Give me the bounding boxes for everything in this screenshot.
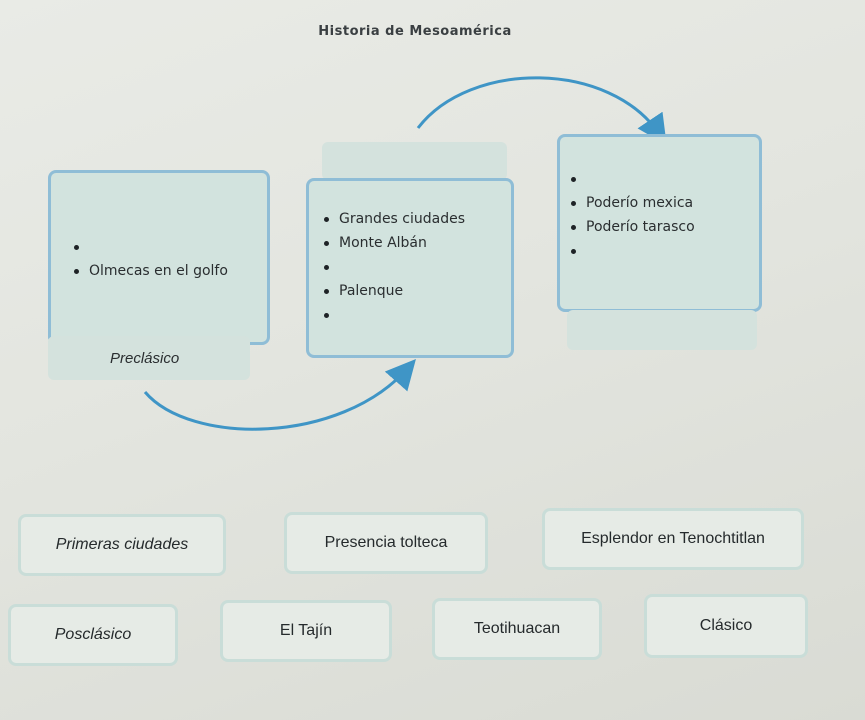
option-chip[interactable]: Presencia tolteca: [284, 512, 488, 574]
era-label: Preclásico: [110, 350, 180, 367]
posclasico-era-box: [567, 310, 757, 350]
preclasico-list: Olmecas en el golfo: [71, 235, 228, 283]
list-item: Palenque: [321, 279, 465, 303]
list-item: [568, 239, 695, 263]
option-chip[interactable]: Primeras ciudades: [18, 514, 226, 576]
classic-era-box: [322, 142, 507, 180]
preclasico-card: Olmecas en el golfo: [48, 170, 270, 345]
arrow-top: [416, 76, 667, 145]
list-item: Poderío tarasco: [568, 215, 695, 239]
option-chip[interactable]: Teotihuacan: [432, 598, 602, 660]
option-chip[interactable]: El Tajín: [220, 600, 392, 662]
diagram-title: Historia de Mesoamérica: [318, 24, 512, 39]
posclasico-list: Poderío mexica Poderío tarasco: [568, 167, 695, 263]
list-item: [71, 235, 228, 259]
posclasico-card: Poderío mexica Poderío tarasco: [557, 134, 762, 312]
classic-card: Grandes ciudades Monte Albán Palenque: [306, 178, 514, 358]
classic-list: Grandes ciudades Monte Albán Palenque: [321, 207, 465, 327]
list-item: [321, 255, 465, 279]
list-item: Poderío mexica: [568, 191, 695, 215]
list-item: Grandes ciudades: [321, 207, 465, 231]
list-item: [568, 167, 695, 191]
option-chip[interactable]: Esplendor en Tenochtitlan: [542, 508, 804, 570]
list-item: [321, 303, 465, 327]
preclasico-era-box: Preclásico: [48, 336, 250, 380]
arrow-bottom: [143, 359, 416, 431]
list-item: Monte Albán: [321, 231, 465, 255]
option-chip[interactable]: Posclásico: [8, 604, 178, 666]
list-item: Olmecas en el golfo: [71, 259, 228, 283]
option-chip[interactable]: Clásico: [644, 594, 808, 658]
